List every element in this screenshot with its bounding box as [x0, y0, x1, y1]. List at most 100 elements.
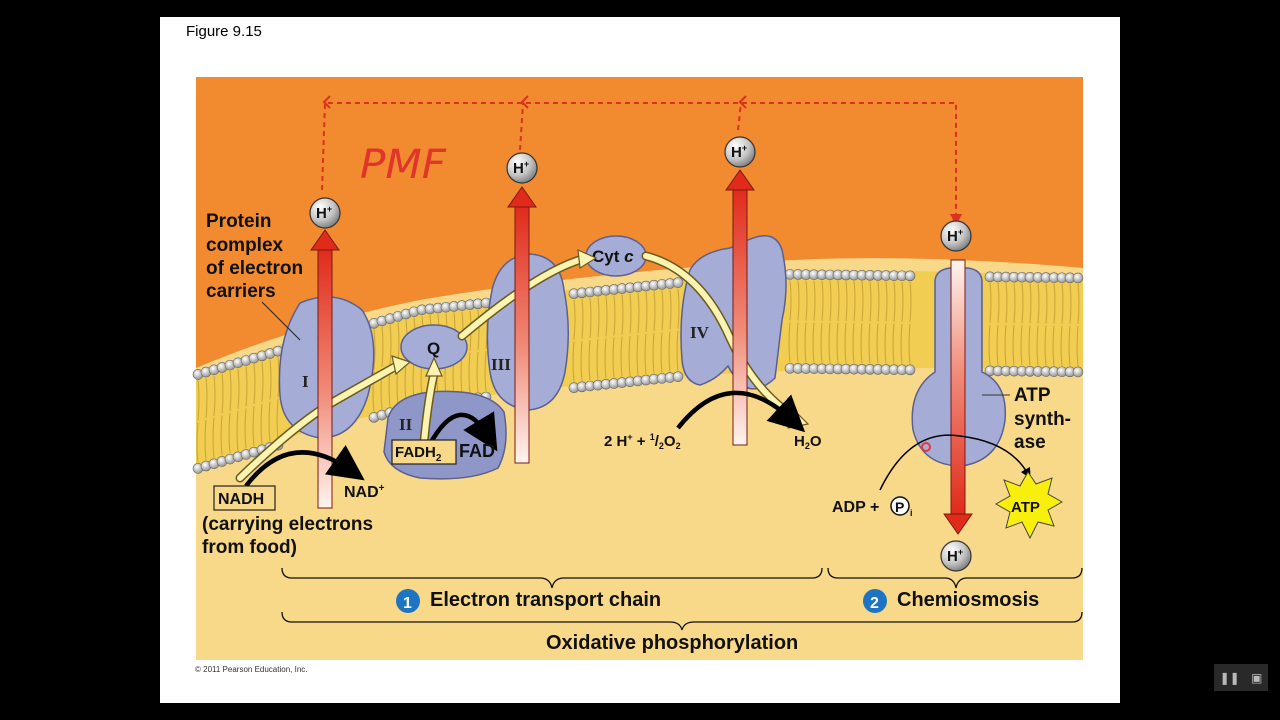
phospholipid-tail [196, 380, 200, 463]
phospholipid-tail [596, 297, 600, 380]
electron-arrowhead-q [391, 355, 412, 376]
phospholipid-tail [820, 280, 824, 363]
step1-badge [396, 589, 420, 613]
h-ion-label: H+ [947, 547, 963, 565]
phospholipid-head [904, 270, 916, 282]
proton-arrow-synthase [950, 259, 966, 516]
phospholipid-tail [1012, 283, 1016, 366]
step2-label: Chemiosmosis [897, 589, 1039, 611]
phospholipid-tail [244, 366, 248, 449]
phospholipid-head [904, 364, 916, 376]
phospholipid-tail [212, 375, 216, 458]
phospholipid-tail [580, 298, 584, 381]
complex-iv-label: IV [690, 323, 710, 342]
nad-plus-label: NAD+ [344, 483, 385, 501]
proton-flow-branch-iv [737, 102, 742, 131]
proton-h-ion: H+ [506, 152, 538, 184]
electron-arrowhead-q2 [425, 356, 443, 377]
atp-synthase-label-1: ATP [1014, 385, 1051, 406]
phospholipid-tail [1028, 283, 1032, 366]
phospholipid-tail [572, 299, 576, 382]
proton-arrow-i [317, 247, 333, 509]
phosphate-circle [890, 496, 910, 516]
proton-flow-branch-iii [519, 102, 524, 151]
phospholipid-head [1072, 366, 1084, 378]
phospholipid-tail [1068, 283, 1072, 366]
proton-h-ion: H+ [940, 220, 972, 252]
phospholipid-tail [668, 289, 672, 372]
phospholipid-tail [268, 359, 272, 442]
svg-text:Protein: Protein [206, 211, 271, 232]
step1-number: 1 [403, 595, 412, 612]
fadh2-reaction-arrow [428, 411, 498, 452]
svg-text:complex: complex [206, 235, 284, 256]
phospholipid-tail [1020, 283, 1024, 366]
phospholipid-tail [908, 281, 912, 364]
pause-icon[interactable]: ❚❚ [1219, 670, 1240, 685]
phospholipid-tail [228, 371, 232, 454]
phospholipid-tail [644, 292, 648, 375]
complex-iii-label: III [491, 355, 511, 374]
chemiosmosis-brace [827, 567, 1083, 589]
phospholipid-tail [996, 282, 1000, 366]
player-controls: ❚❚ ▣ [1214, 664, 1268, 691]
phospholipid-tail [476, 309, 480, 392]
proton-pump-arrows [310, 169, 973, 535]
phospholipid-tail [860, 281, 864, 364]
phospholipid-tail [988, 282, 992, 365]
phospholipid-tail [868, 281, 872, 364]
intermembrane-space [196, 77, 1083, 368]
cyt-c-label: Cyt c [592, 247, 634, 266]
phospholipid-head [672, 277, 684, 288]
phospholipid-tail [204, 378, 208, 461]
phospholipid-tail [260, 361, 264, 444]
oxidative-brace [281, 611, 1083, 631]
svg-text:of electron: of electron [206, 258, 303, 279]
phospholipid-tail [900, 281, 904, 364]
adp-label: ADP + [832, 499, 879, 516]
phospholipid-tail [828, 280, 832, 363]
proton-h-ion: H+ [724, 136, 756, 168]
proton-arrow-iv [732, 187, 748, 446]
oxygen-equation: 2 H+ + 1/2O2 [604, 432, 681, 451]
phospholipid-tail [804, 280, 808, 363]
copyright-notice: © 2011 Pearson Education, Inc. [195, 665, 308, 674]
electron-arrowhead-cyt [577, 249, 598, 270]
fadh2-box [391, 439, 457, 465]
phosphate-subscript: i [910, 508, 913, 518]
q-label: Q [427, 339, 440, 358]
atp-product-label: ATP [1011, 499, 1040, 516]
phospholipid-tail [588, 297, 592, 381]
h-ion-label: H+ [513, 159, 529, 177]
phospholipid-tail [220, 373, 224, 456]
atp-synthase-label-3: ase [1014, 432, 1046, 453]
phospholipid-head [1072, 272, 1084, 284]
phospholipid-tail [1076, 283, 1080, 366]
step2-badge [863, 589, 887, 613]
phospholipid-tail [1036, 283, 1040, 366]
phosphate-label: P [895, 499, 904, 515]
step1-label: Electron transport chain [430, 589, 661, 611]
phospholipid-tail [604, 296, 608, 379]
nadh-reaction-arrow [244, 444, 365, 488]
phospholipid-tail [892, 281, 896, 364]
phospholipid-tail [876, 281, 880, 364]
phospholipid-tail [652, 291, 656, 374]
atp-synthesis-arrow [879, 434, 1031, 491]
etc-brace [281, 567, 823, 589]
fad-label: FAD [459, 441, 495, 461]
cursor-dot [921, 442, 931, 452]
screen-icon[interactable]: ▣ [1251, 670, 1263, 685]
atp-starburst [994, 471, 1064, 540]
fadh2-label: FADH2 [395, 444, 442, 464]
protein-complex-label: Protein complex of electron carriers [206, 211, 303, 302]
nadh-label: NADH [218, 491, 264, 508]
phospholipid-tail [236, 368, 240, 451]
atp-synthase-label-2: synth- [1014, 409, 1071, 430]
phospholipid-head [672, 371, 684, 382]
phospholipid-tail [1004, 282, 1008, 366]
oxygen-reaction-arrow [676, 390, 806, 433]
phospholipid-tail [620, 294, 624, 377]
h-ion-label: H+ [947, 227, 963, 245]
